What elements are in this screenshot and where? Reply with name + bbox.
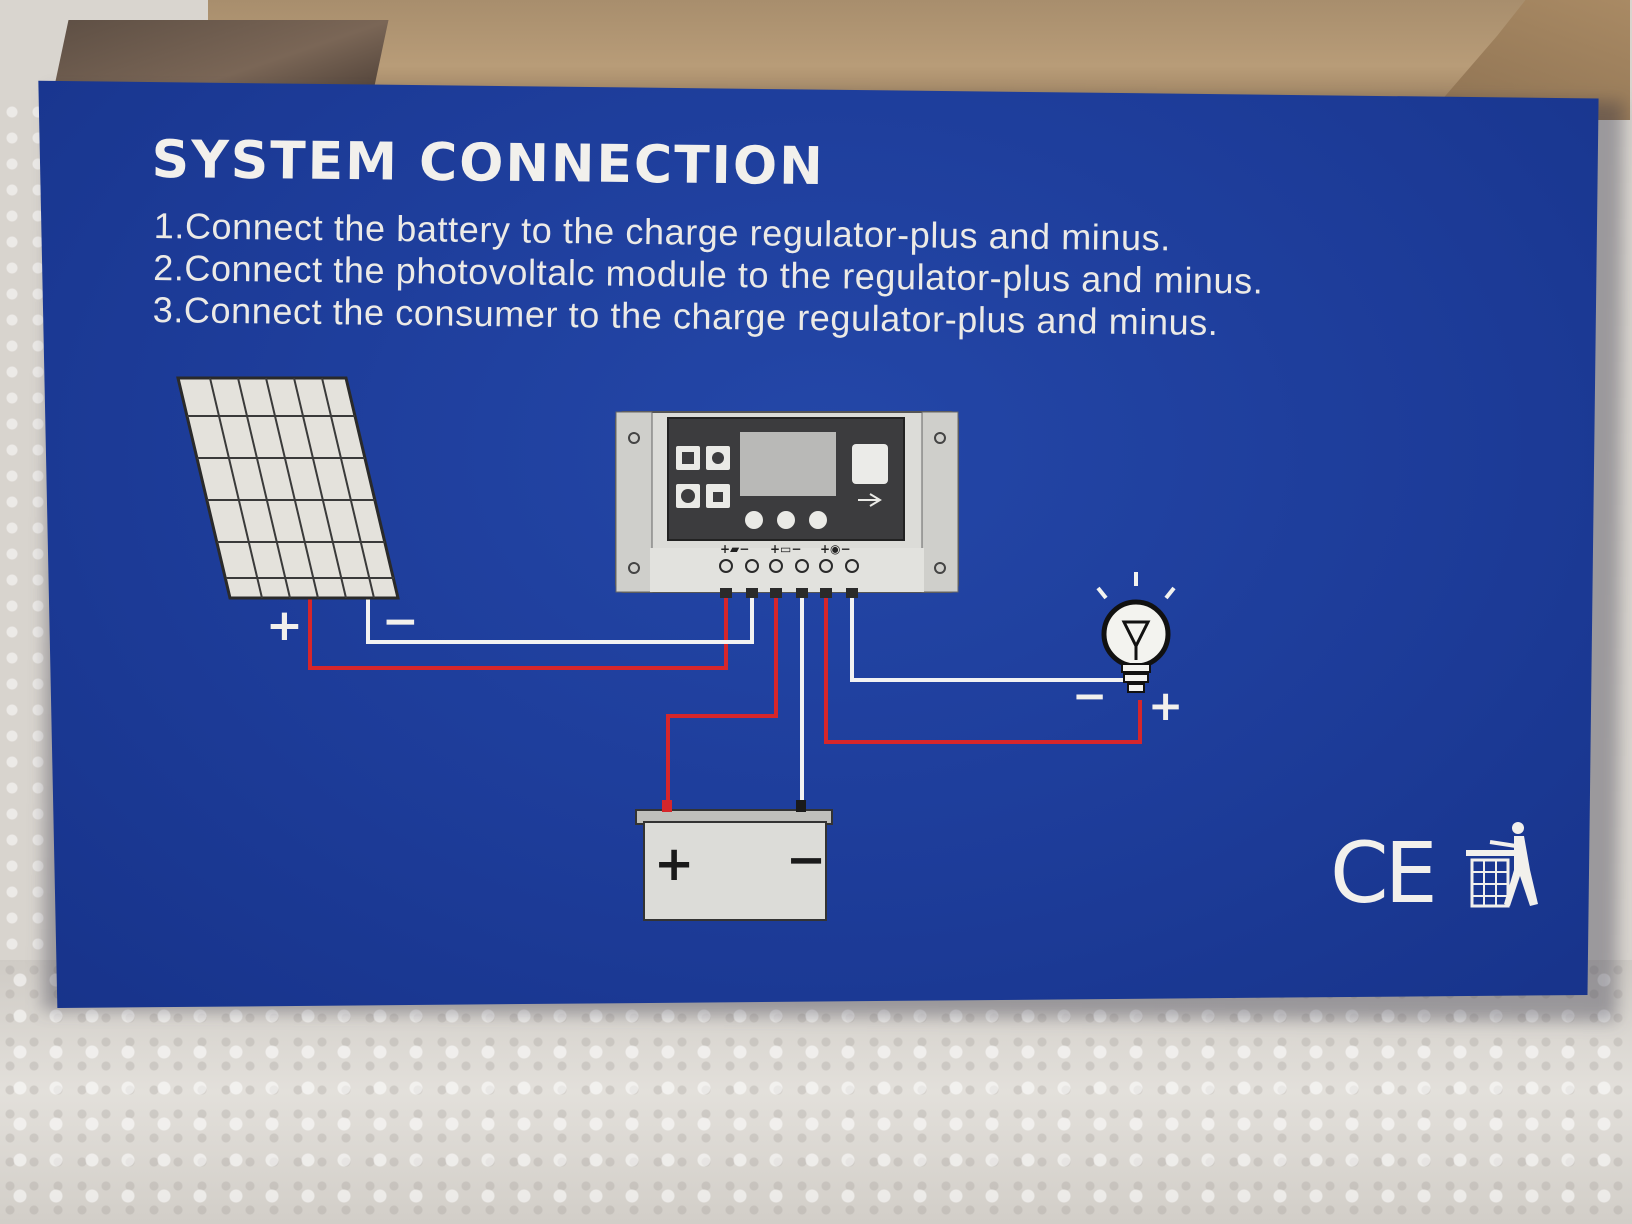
charge-controller-icon: +▰− +▭− +◉− <box>615 411 959 598</box>
wire-load-minus <box>850 598 1128 682</box>
wire-load-plus <box>824 598 1142 744</box>
light-bulb-icon <box>1096 572 1176 693</box>
wire-battery-plus <box>666 598 778 806</box>
ce-mark-icon: CE <box>1330 824 1438 922</box>
wire-solar-minus <box>366 598 754 644</box>
solar-minus-label: − <box>382 596 419 647</box>
solar-panel-icon <box>176 376 400 600</box>
battery-minus-label: − <box>786 832 826 888</box>
svg-text:+▭−: +▭− <box>770 542 801 556</box>
certification-marks: CE <box>1330 822 1538 922</box>
battery-plus-label: + <box>654 836 694 892</box>
wires <box>308 598 1142 806</box>
svg-text:+▰−: +▰− <box>720 542 749 556</box>
svg-text:+◉−: +◉− <box>820 542 851 556</box>
ce-mark-text: CE <box>1330 824 1434 922</box>
lamp-plus-label: + <box>1148 681 1183 730</box>
solar-plus-label: + <box>266 600 303 651</box>
wire-solar-plus <box>308 598 728 670</box>
lamp-minus-label: − <box>1072 671 1107 720</box>
weee-bin-icon <box>1466 822 1538 908</box>
battery-icon <box>635 800 833 921</box>
